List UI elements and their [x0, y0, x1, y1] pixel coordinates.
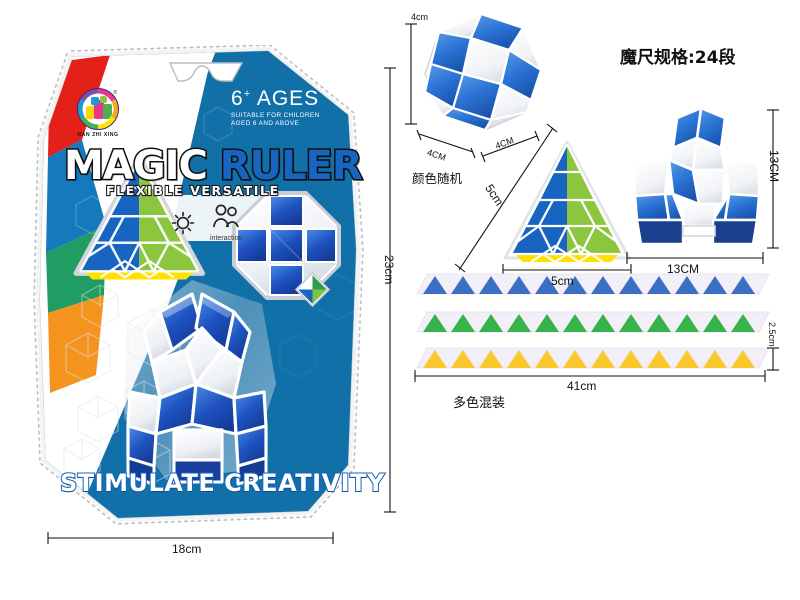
blue-strip — [416, 273, 770, 295]
color-random-note: 颜色随机 — [412, 171, 463, 186]
octagon-ball-puzzle — [232, 191, 341, 300]
arch-dimension-lines — [626, 109, 779, 264]
technical-diagram-panel: 魔尺规格:24段 颜色随机 多色混装 4cm 4CM 4CM 5cm 5cm 1… — [395, 0, 800, 600]
package-width-label: 18cm — [172, 542, 202, 556]
strip-dim-length: 41cm — [567, 379, 597, 393]
yellow-strip — [416, 347, 770, 369]
pyramid-shape — [503, 140, 631, 263]
pyramid-dimension-lines — [454, 123, 632, 276]
pyramid-dim-base: 5cm — [551, 274, 574, 288]
mini-puzzle-decor — [294, 271, 331, 308]
package-dimension-lines — [47, 67, 396, 544]
ball-dimension-lines — [405, 23, 540, 163]
strip-dim-height: 2.5cm — [767, 322, 777, 347]
diagram-artwork — [405, 11, 779, 382]
package-height-label: 23cm — [382, 255, 396, 285]
triple-arch-shape — [633, 106, 761, 246]
hang-hole-icon — [168, 62, 244, 82]
ball-shape — [423, 11, 544, 132]
ball-dim-top: 4cm — [411, 12, 429, 22]
package-artwork — [31, 45, 366, 525]
large-snake-puzzle — [124, 280, 276, 486]
arch-dim-width: 13CM — [667, 262, 700, 276]
spec-title: 魔尺规格:24段 — [620, 48, 736, 68]
pyramid-puzzle — [73, 154, 206, 280]
flat-strip-row — [416, 273, 770, 369]
strip-dimension-lines — [414, 347, 779, 382]
mixed-colors-note: 多色混装 — [453, 396, 506, 411]
green-strip — [416, 311, 770, 333]
arch-dim-height: 13CM — [767, 150, 781, 183]
